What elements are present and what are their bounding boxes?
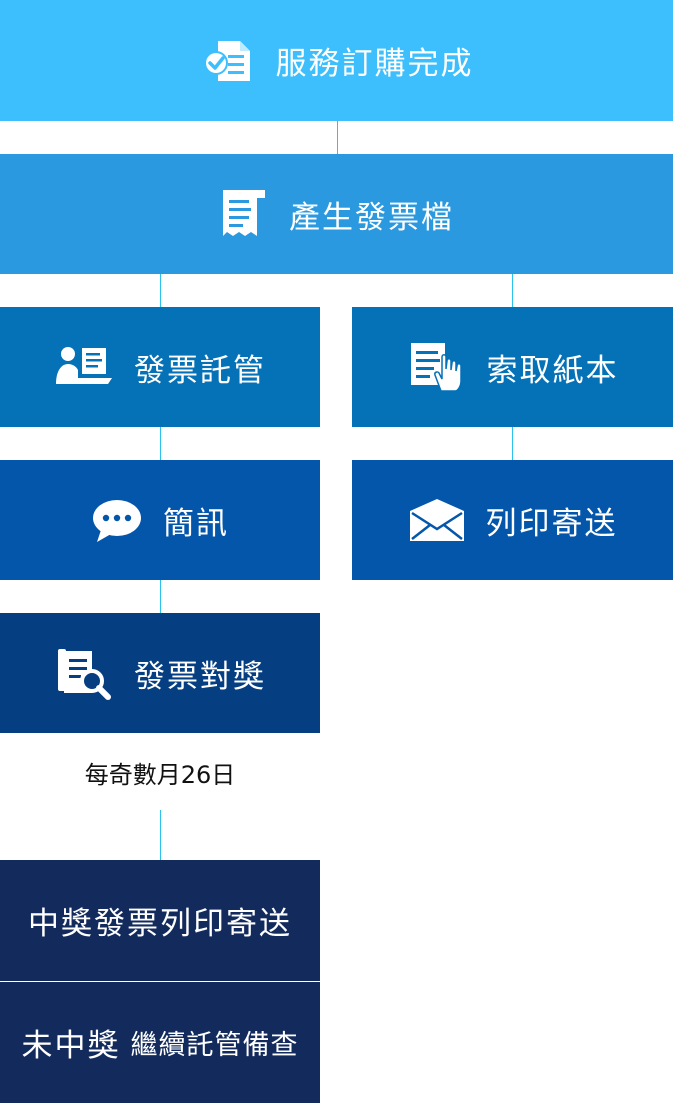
node-label: 發票對獎 [134,658,266,695]
hand-document-icon [407,339,467,395]
node-winning-print-mail: 中獎發票列印寄送 [0,860,320,981]
connector-generate-to-custody [160,258,161,326]
node-generate-invoice: 產生發票檔 [0,154,673,274]
node-label: 產生發票檔 [289,199,454,236]
schedule-note: 每奇數月26日 [84,760,236,789]
document-check-icon [200,37,256,85]
node-label: 簡訊 [163,505,229,542]
receipt-icon [219,186,269,242]
connector-custody-to-sms [160,410,161,480]
document-search-icon [54,645,114,701]
node-order-complete: 服務訂購完成 [0,0,673,121]
connector-order-to-generate [337,121,338,174]
node-label: 服務訂購完成 [275,46,474,82]
node-label: 列印寄送 [485,505,618,542]
envelope-icon [408,497,466,543]
connector-paper-to-print [512,410,513,480]
connector-sms-to-lottery [160,563,161,632]
person-computer-icon [54,344,114,390]
node-sms: 簡訊 [0,460,320,580]
node-label: 中獎發票列印寄送 [28,906,292,942]
not-winning-label: 未中獎 [21,1028,121,1064]
node-not-winning: 未中獎 繼續託管備查 [0,982,320,1103]
continue-custody-label: 繼續託管備查 [130,1030,299,1061]
node-label: 發票託管 [134,352,266,389]
node-request-paper: 索取紙本 [352,307,673,427]
chat-bubble-icon [91,496,143,544]
connector-note-to-winning [160,810,161,879]
connector-generate-to-paper [512,258,513,326]
node-invoice-lottery: 發票對獎 [0,613,320,733]
node-label: 索取紙本 [486,352,619,389]
node-print-mail: 列印寄送 [352,460,673,580]
node-invoice-custody: 發票託管 [0,307,320,427]
